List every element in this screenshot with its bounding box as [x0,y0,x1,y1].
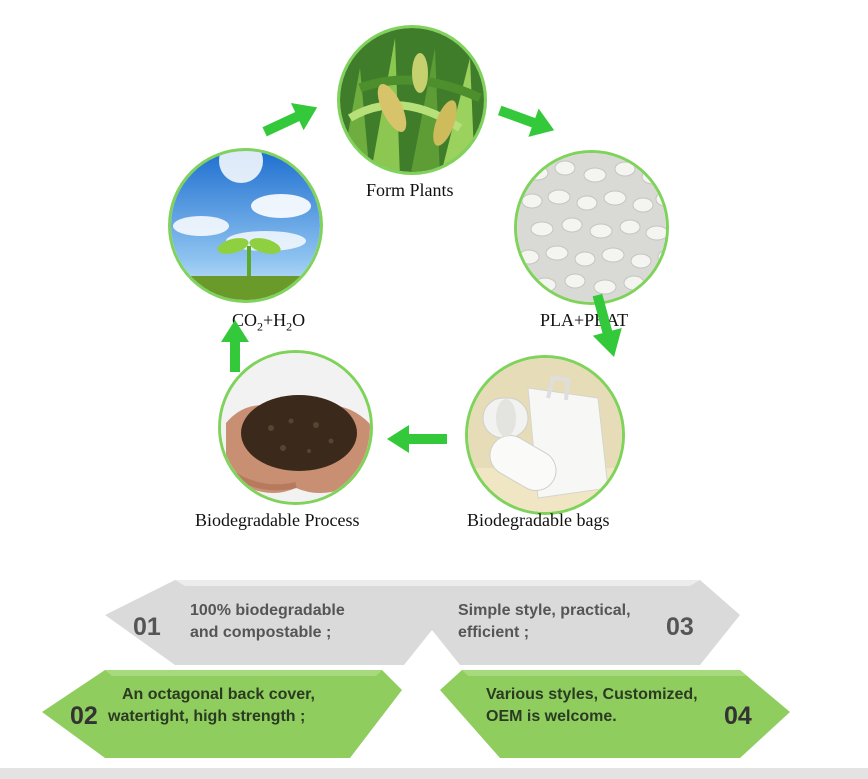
feature-03-line2: efficient ; [458,624,530,641]
banner-shapes [42,580,790,758]
bottom-shadow-band [0,768,868,779]
arrow-down-left-2 [592,293,622,357]
green-banner-right [440,670,790,758]
feature-text-04: Various styles, Customized, OEM is welco… [486,684,698,728]
feature-number-03: 03 [666,613,694,641]
feature-04-line2: OEM is welcome. [486,708,617,725]
sky-sprout-image [168,148,323,303]
feature-number-02: 02 [70,702,98,730]
gray-banner [105,580,740,665]
biodegradable-bags-image [465,355,625,515]
feature-number-01: 01 [133,613,161,641]
feature-03-line1: Simple style, practical, [458,602,631,619]
arrow-right-down-1 [497,105,555,137]
feature-01-line2: and compostable ; [190,624,332,641]
feature-02-line1: An octagonal back cover, [122,686,315,703]
arrow-left-3 [387,425,447,453]
green-banner-left [42,670,402,758]
stage-label-bags: Biodegradable bags [467,510,610,530]
feature-text-02: An octagonal back cover, watertight, hig… [108,684,315,728]
arrow-up-right-5 [262,103,318,137]
corn-plants-image [337,25,487,175]
stage-label-co2-h2o: CO2+H2O [232,310,306,334]
pla-pbat-pellets-image [514,150,669,305]
soil-hands-image [218,350,373,505]
stage-label-process: Biodegradable Process [195,510,360,530]
feature-text-03: Simple style, practical, efficient ; [458,600,631,644]
feature-number-04: 04 [724,702,752,730]
feature-02-line2: watertight, high strength ; [108,708,306,725]
feature-text-01: 100% biodegradable and compostable ; [190,600,345,644]
stage-label-plants: Form Plants [366,180,454,200]
feature-04-line1: Various styles, Customized, [486,686,698,703]
feature-01-line1: 100% biodegradable [190,602,345,619]
arrow-up-4 [221,320,249,372]
